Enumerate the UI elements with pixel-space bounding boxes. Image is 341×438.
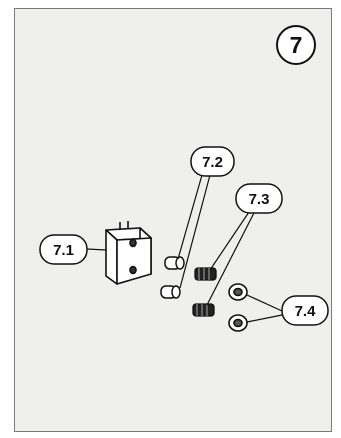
label-7-4: 7.4: [295, 303, 317, 320]
part-7-4-nuts: [228, 283, 248, 332]
label-7-3: 7.3: [249, 191, 270, 208]
part-7-1-bracket: [105, 221, 152, 285]
callout-7-4: 7.4: [281, 295, 329, 326]
callout-7-2: 7.2: [190, 146, 235, 177]
part-7-3-set-screws: [192, 267, 217, 317]
step-badge: 7: [276, 25, 316, 65]
label-7-2: 7.2: [202, 154, 223, 171]
label-7-1: 7.1: [53, 242, 74, 259]
part-7-2-pins: [160, 256, 185, 299]
instruction-panel: [14, 8, 332, 432]
leader-lines: [86, 174, 283, 323]
callout-7-3: 7.3: [235, 183, 283, 214]
step-number: 7: [290, 32, 303, 58]
callout-7-1: 7.1: [39, 234, 88, 265]
